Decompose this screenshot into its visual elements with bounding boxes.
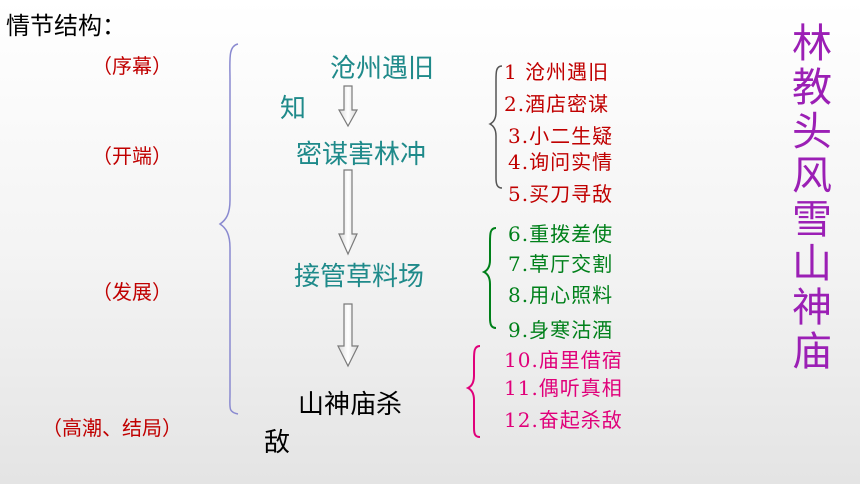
event-item-8: 8.用心照料 [508, 283, 614, 307]
brace-red-group [488, 65, 503, 189]
slide-title: 情节结构： [6, 12, 126, 40]
event-item-12: 12.奋起杀敌 [504, 408, 623, 432]
stage-beginning: （开端） [92, 144, 172, 168]
brace-pink-group [465, 345, 481, 438]
event-item-7: 7.草厅交割 [508, 252, 614, 276]
stage-climax-ending: （高潮、结局） [42, 416, 182, 440]
stage-prologue: （序幕） [92, 54, 172, 78]
event-item-2: 2.酒店密谋 [504, 92, 610, 116]
plot-conspiracy: 密谋害林冲 [296, 140, 427, 170]
event-item-10: 10.庙里借宿 [504, 348, 623, 372]
brace-green-group [481, 227, 497, 329]
plot-temple-fight-cont: 敌 [264, 428, 291, 458]
down-arrow-1 [337, 85, 359, 128]
side-title-vertical: 林教头风雪山神庙 [792, 21, 832, 375]
plot-take-over-fodder-yard: 接管草料场 [294, 262, 425, 292]
event-item-6: 6.重拨差使 [508, 222, 614, 246]
plot-meeting-old-friend-cont: 知 [280, 94, 307, 124]
down-arrow-3 [337, 303, 359, 368]
main-brace [218, 43, 239, 415]
event-item-9: 9.身寒沽酒 [508, 318, 614, 342]
event-item-5: 5.买刀寻敌 [508, 182, 614, 206]
stage-development: （发展） [92, 280, 172, 304]
event-item-11: 11.偶听真相 [504, 376, 623, 400]
event-item-4: 4.询问实情 [508, 150, 614, 174]
down-arrow-2 [338, 169, 358, 256]
event-item-3: 3.小二生疑 [508, 124, 614, 148]
event-item-1: 1 沧州遇旧 [504, 60, 610, 84]
plot-temple-fight: 山神庙杀 [298, 390, 403, 420]
plot-meeting-old-friend: 沧州遇旧 [330, 54, 435, 84]
